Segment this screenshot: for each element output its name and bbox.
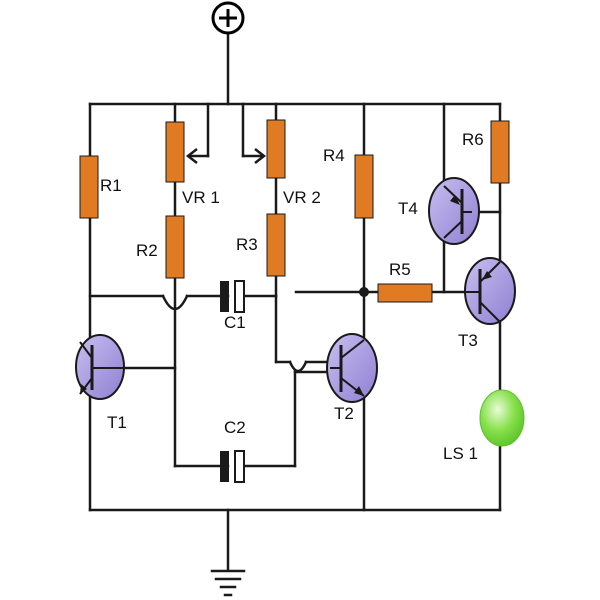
resistor-r6	[490, 120, 510, 184]
label-t3: T3	[458, 331, 478, 350]
resistors	[79, 119, 510, 303]
lamp-ls1	[479, 389, 525, 447]
label-ls1: LS 1	[443, 444, 478, 463]
vr2-wiper-arrow	[254, 148, 267, 164]
transistor-t3	[464, 257, 516, 325]
transistor-t1	[75, 334, 125, 400]
label-c1: C1	[224, 313, 246, 332]
label-r3: R3	[236, 235, 258, 254]
transistor-t4	[428, 177, 480, 245]
label-vr1: VR 1	[182, 188, 220, 207]
resistor-r1	[79, 155, 99, 219]
supply-terminal: +	[211, 1, 245, 35]
supply-symbol: +	[219, 2, 237, 35]
potentiometer-vr1	[165, 121, 185, 183]
capacitor-c1	[220, 280, 245, 313]
potentiometer-vr2	[266, 119, 286, 179]
label-t4: T4	[398, 199, 418, 218]
labels: R1 VR 1 R2 VR 2 R3 R4 R5 R6 C1 C2 T1 T2 …	[100, 130, 484, 463]
label-r6: R6	[462, 130, 484, 149]
label-t1: T1	[107, 413, 127, 432]
transistor-t2	[326, 333, 378, 403]
wiring	[88, 30, 502, 597]
label-c2: C2	[224, 418, 246, 437]
junction-dot	[359, 287, 369, 297]
label-r5: R5	[389, 260, 411, 279]
label-r4: R4	[323, 146, 345, 165]
resistor-r4	[354, 154, 374, 219]
resistor-r2	[165, 215, 185, 279]
resistor-r3	[266, 213, 286, 277]
resistor-r5	[377, 283, 433, 303]
vr1-wiper-arrow	[185, 148, 198, 164]
label-r1: R1	[100, 176, 122, 195]
capacitor-c2	[220, 450, 245, 483]
label-t2: T2	[334, 404, 354, 423]
label-r2: R2	[136, 241, 158, 260]
label-vr2: VR 2	[283, 188, 321, 207]
